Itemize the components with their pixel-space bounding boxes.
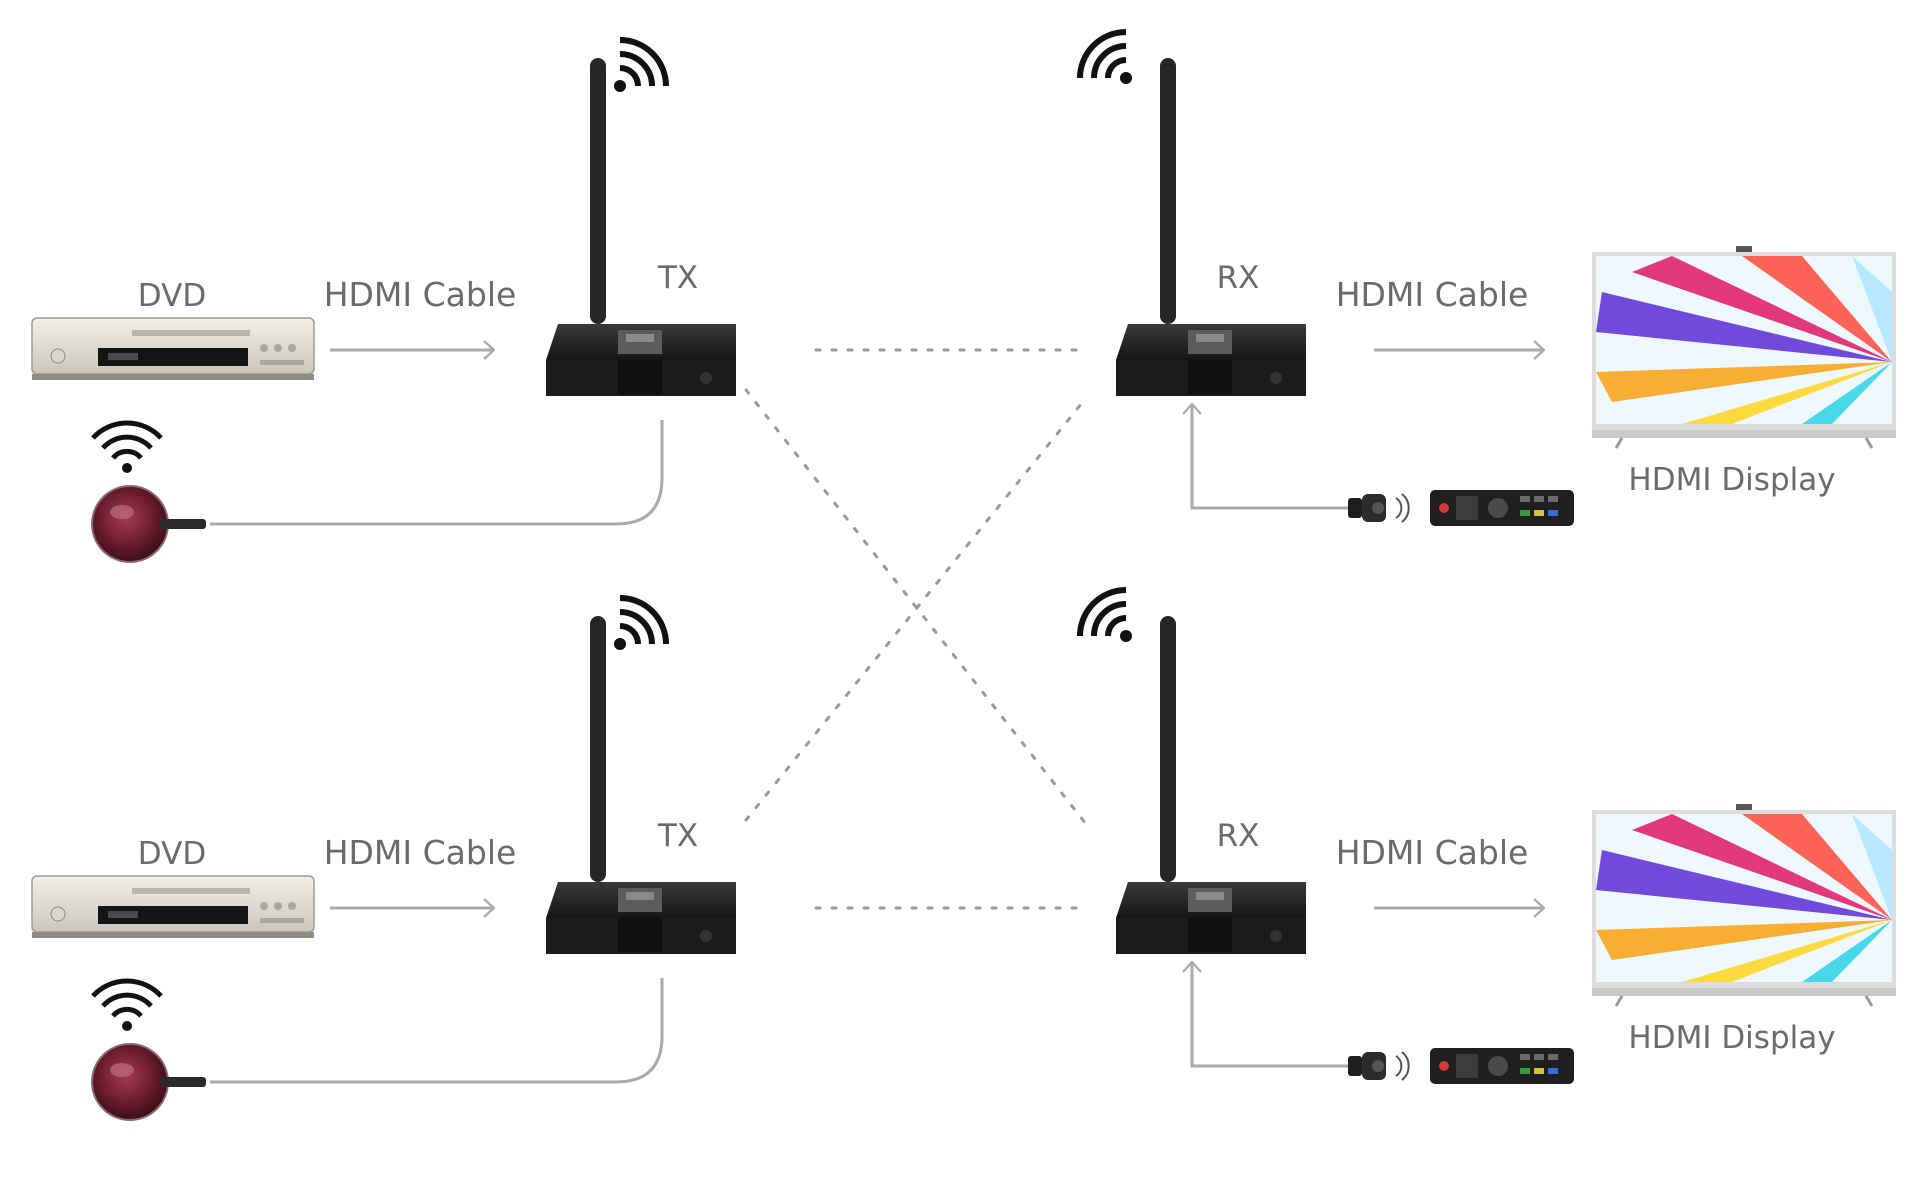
tv-icon (1590, 244, 1898, 450)
tx-cable-label: HDMI Cable (324, 275, 517, 314)
remote-control-icon (1347, 1047, 1575, 1085)
rx-cable-label: HDMI Cable (1336, 275, 1529, 314)
wifi-icon (93, 423, 161, 473)
dvd-player-icon (31, 875, 315, 939)
tx-unit-icon (546, 616, 736, 954)
rx-unit-icon (1116, 616, 1306, 954)
rx-cable-label: HDMI Cable (1336, 833, 1529, 872)
row-2: DVD HDMI Cable TX RX HDMI Cable HDMI Dis… (31, 590, 1898, 1121)
rx-unit-icon (1116, 58, 1306, 396)
wireless-links (744, 348, 1088, 910)
remote-control-icon (1347, 489, 1575, 527)
tv-icon (1590, 802, 1898, 1008)
tx-label: TX (657, 818, 698, 854)
display-label: HDMI Display (1628, 1020, 1835, 1056)
wifi-icon (93, 981, 161, 1031)
tx-unit-icon (546, 58, 736, 396)
row-1: DVD HDMI Cable TX RX HDMI Cable HDMI Dis… (31, 32, 1898, 563)
link-tx2-rx1 (744, 396, 1088, 822)
dvd-player-icon (31, 317, 315, 381)
tx-cable-label: HDMI Cable (324, 833, 517, 872)
dvd-label: DVD (138, 278, 206, 314)
wifi-icon (614, 598, 666, 650)
display-label: HDMI Display (1628, 462, 1835, 498)
wifi-icon (1080, 32, 1132, 84)
wifi-icon (1080, 590, 1132, 642)
ir-return-cable (1192, 404, 1350, 510)
ir-receiver-icon (91, 485, 207, 563)
tx-label: TX (657, 260, 698, 296)
dvd-label: DVD (138, 836, 206, 872)
wifi-icon (614, 40, 666, 92)
ir-cable (210, 420, 664, 526)
ir-receiver-icon (91, 1043, 207, 1121)
ir-cable (210, 978, 664, 1084)
rx-label: RX (1217, 818, 1260, 854)
rx-label: RX (1217, 260, 1260, 296)
ir-return-cable (1192, 962, 1350, 1068)
